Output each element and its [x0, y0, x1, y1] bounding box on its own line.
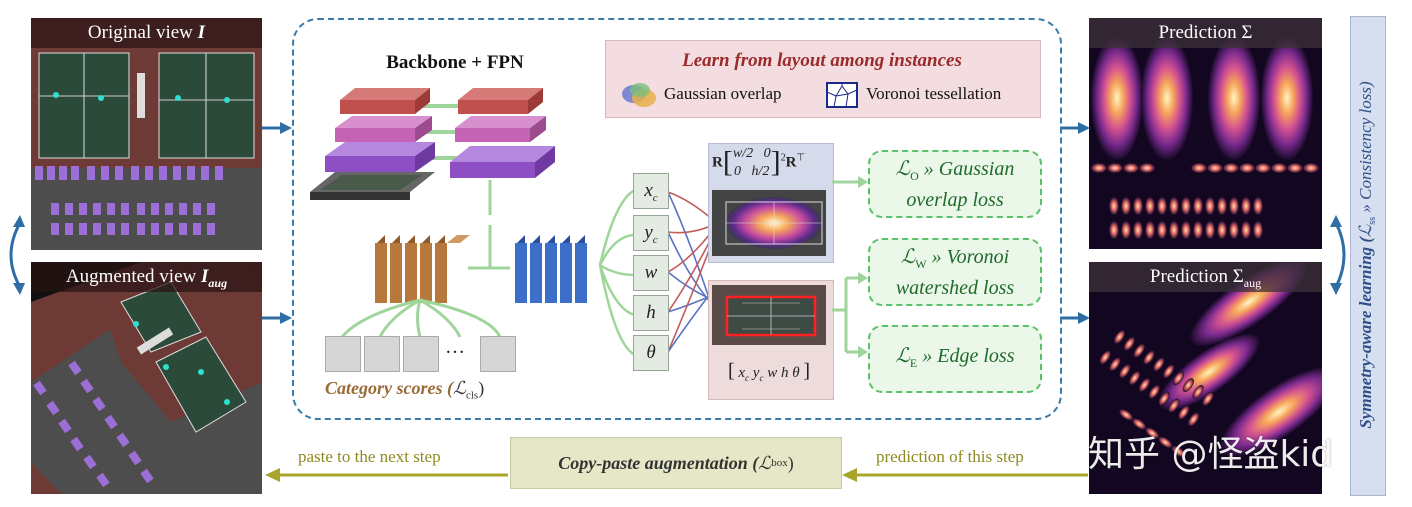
backbone-title: Backbone + FPN: [386, 52, 524, 73]
gaussian-overlap-label: Gaussian overlap: [664, 84, 782, 103]
category-score-box: [480, 336, 516, 372]
backbone-fpn-diagram: [310, 88, 555, 215]
param-x: xc: [633, 173, 669, 209]
backbone-layers: [310, 88, 435, 200]
param-w: w: [633, 255, 669, 291]
paste-next-step-label: paste to the next step: [298, 447, 441, 466]
augmented-aerial-photo: [31, 262, 262, 494]
category-score-box: [403, 336, 439, 372]
category-scores-label: Category scores (ℒcls): [325, 378, 485, 402]
voronoi-tessellation-label: Voronoi tessellation: [866, 84, 1002, 103]
prediction-aug-label: Prediction Σaug: [1089, 262, 1322, 292]
edge-loss: ℒE » Edge loss: [868, 325, 1042, 393]
category-score-box: [364, 336, 400, 372]
right-swap-arrow: [1330, 215, 1346, 295]
augmented-view-image: Augmented view Iaug: [31, 262, 262, 494]
gaussian-heatmap: [712, 190, 826, 256]
learn-layout-title: Learn from layout among instances: [682, 50, 962, 71]
cnn-blocks: [375, 225, 587, 303]
symmetry-label: Symmetry-aware learning (ℒss » Consisten…: [1355, 81, 1379, 429]
param-h: h: [633, 295, 669, 331]
court-box-image: [712, 285, 826, 345]
param-theta: θ: [633, 335, 669, 371]
category-score-box: [325, 336, 361, 372]
prediction-this-step-label: prediction of this step: [876, 447, 1024, 466]
augmented-view-label: Augmented view Iaug: [31, 262, 262, 292]
param-y: yc: [633, 215, 669, 251]
network-frame: [292, 18, 1062, 420]
watermark: 知乎 @怪盗kid: [1088, 434, 1334, 475]
category-score-connectors: [340, 298, 502, 338]
category-cnn-block: [375, 235, 470, 303]
gaussian-overlap-icon: [622, 83, 656, 107]
fpn-layers: [450, 88, 555, 178]
prediction-aug-image: Prediction Σaug: [1089, 257, 1338, 494]
original-view-image: Original view I: [31, 18, 262, 250]
left-swap-arrow: [9, 215, 25, 295]
voronoi-tessellation-icon: [826, 82, 858, 108]
loss-arrows: [832, 176, 868, 358]
category-dots: …: [445, 336, 465, 358]
symmetry-label-panel: [1350, 16, 1386, 496]
prediction-aug-heatmap: [1089, 257, 1338, 494]
learn-layout-panel: [605, 40, 1041, 118]
box-cnn-block: [515, 235, 587, 303]
prediction-label: Prediction Σ: [1089, 18, 1322, 48]
box-vector: [ xc yc w h θ ]: [727, 360, 811, 383]
original-view-label: Original view I: [31, 18, 262, 48]
prediction-heatmap: [1089, 18, 1322, 249]
prediction-image: Prediction Σ: [1089, 18, 1322, 249]
